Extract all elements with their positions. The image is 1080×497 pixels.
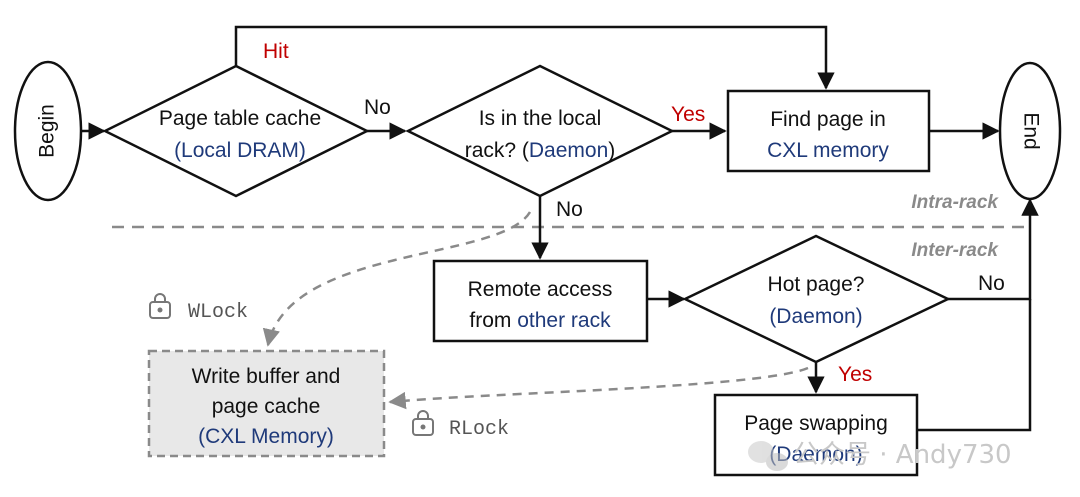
write-buffer-label-3: (CXL Memory) — [198, 425, 334, 448]
page-swapping-label-1: Page swapping — [744, 412, 888, 435]
watermark-text: 公众号 · Andy730 — [793, 440, 1012, 470]
rlock-lock-icon — [412, 410, 434, 436]
page-swapping-box — [713, 393, 919, 477]
wlock-label: WLock — [188, 301, 248, 324]
find-page-label-2: CXL memory — [767, 139, 889, 162]
wechat-watermark-icon — [748, 441, 788, 471]
yes-label-2: Yes — [838, 363, 872, 386]
remote-access-label-2b: other rack — [517, 309, 611, 332]
hit-label: Hit — [263, 40, 289, 63]
edge-swapping-to-end — [917, 299, 1032, 432]
hot-page-diamond — [682, 234, 951, 364]
local-rack-diamond — [405, 64, 675, 198]
local-rack-label-2b: Daemon — [529, 139, 608, 162]
intra-rack-label: Intra-rack — [911, 192, 999, 213]
rlock-label: RLock — [449, 418, 509, 441]
find-page-label-1: Find page in — [770, 108, 886, 131]
no-label-1: No — [364, 96, 391, 119]
remote-access-box — [432, 259, 649, 343]
begin-label: Begin — [36, 104, 59, 158]
hot-page-label-1: Hot page? — [768, 273, 865, 296]
inter-rack-label: Inter-rack — [911, 240, 999, 261]
write-buffer-label-1: Write buffer and — [192, 365, 341, 388]
local-rack-label-1: Is in the local — [479, 107, 602, 130]
remote-access-label-1: Remote access — [468, 278, 613, 301]
no-label-3: No — [978, 272, 1005, 295]
edge-hit — [234, 25, 835, 90]
end-label: End — [1019, 112, 1042, 149]
page-swapping-label-2: (Daemon) — [769, 443, 862, 466]
page-table-label-2: (Local DRAM) — [174, 139, 306, 162]
remote-access-label-2: from other rack — [469, 309, 611, 332]
local-rack-label-2: rack? (Daemon) — [465, 139, 616, 162]
find-page-box — [726, 89, 931, 173]
edge-wlock-dashed — [262, 211, 532, 347]
wlock-lock-icon — [149, 293, 171, 319]
page-table-diamond — [102, 64, 370, 198]
end-node — [998, 61, 1062, 201]
local-rack-label-2a: rack? ( — [465, 139, 529, 162]
remote-access-label-2a: from — [469, 309, 517, 332]
write-buffer-label-2: page cache — [212, 395, 321, 418]
begin-node — [13, 60, 83, 202]
no-label-2: No — [556, 198, 583, 221]
write-buffer-box — [147, 349, 386, 458]
yes-label-1: Yes — [671, 103, 705, 126]
hot-page-label-2: (Daemon) — [769, 305, 862, 328]
local-rack-label-2c: ) — [608, 139, 615, 162]
page-table-label-1: Page table cache — [159, 107, 321, 130]
